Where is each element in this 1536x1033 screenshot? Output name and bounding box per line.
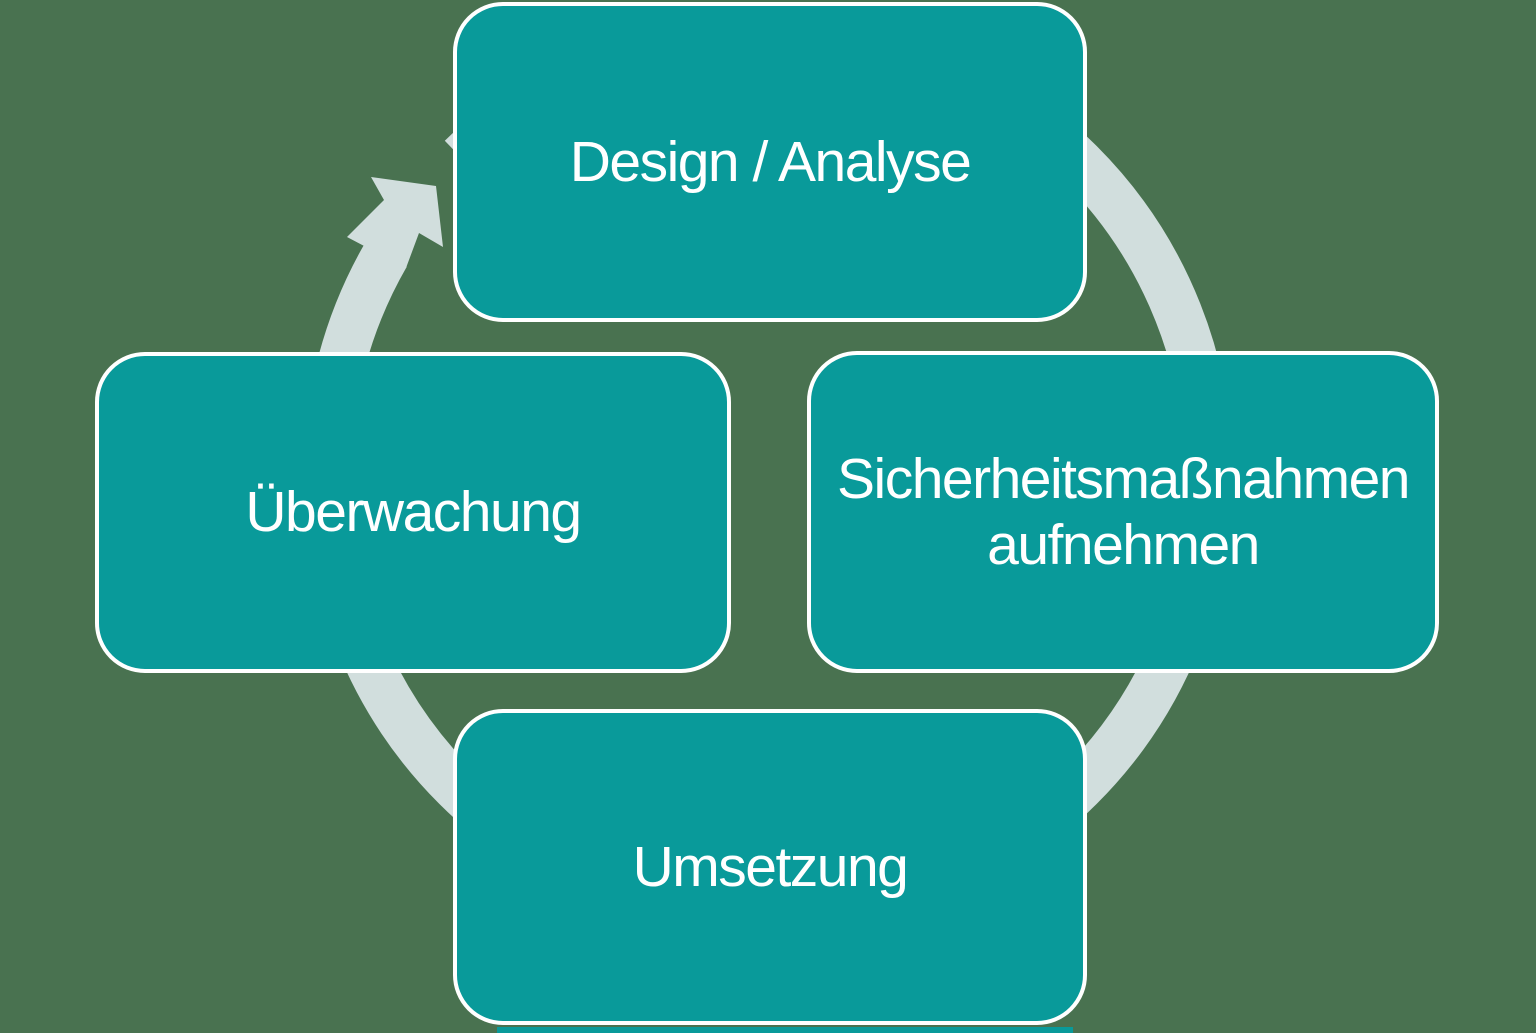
node-ueberwachung: Überwachung [95, 352, 731, 673]
node-label: Design / Analyse [569, 129, 972, 194]
node-label-line2: aufnehmen [987, 513, 1260, 577]
bottom-edge-artifact [497, 1027, 1073, 1033]
node-design-analyse: Design / Analyse [453, 2, 1087, 322]
arrowhead-icon [347, 177, 443, 268]
node-sicherheitsmassnahmen-aufnehmen: Sicherheitsmaßnahmen aufnehmen [807, 351, 1439, 673]
node-label: Umsetzung [632, 834, 909, 899]
node-label: Überwachung [245, 480, 582, 545]
node-umsetzung: Umsetzung [453, 709, 1087, 1025]
node-label-line1: Sicherheitsmaßnahmen [837, 446, 1410, 511]
